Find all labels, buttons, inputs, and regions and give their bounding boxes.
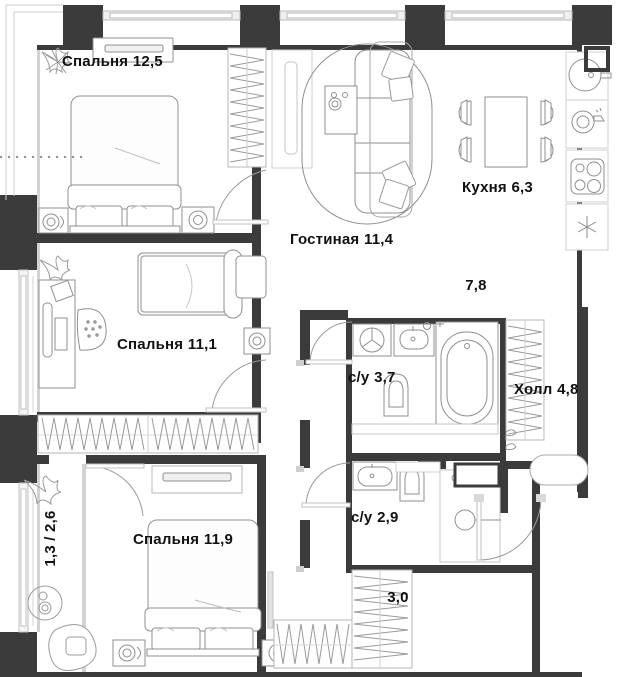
room-name: Кухня [462, 179, 507, 196]
door-leaf-wc1 [305, 359, 353, 365]
bedroom-3-furniture [112, 465, 295, 667]
wall-accents [296, 360, 304, 572]
walls-structural [0, 5, 612, 677]
dishwasher-icon [571, 107, 605, 134]
dining-table [484, 96, 528, 168]
door-bedroom3 [88, 465, 144, 517]
bathroom-1-fixtures [351, 321, 499, 435]
plant-icon [41, 47, 71, 75]
room-name: с/у [348, 369, 370, 386]
door-leaf-b3 [85, 463, 145, 469]
room-label-bedroom-1: Спальня 12,5 [62, 52, 192, 71]
bedroom-1-furniture [0, 37, 215, 234]
room-area: 2,9 [377, 509, 399, 526]
door-bedroom2 [211, 359, 267, 411]
room-label-kitchen: Кухня 6,3 [462, 178, 582, 197]
room-label-bathroom-1: с/у 3,7 [348, 368, 428, 387]
door-leaf-b2 [205, 407, 267, 413]
double-bed [70, 95, 179, 198]
room-label-bedroom-3: Спальня 11,9 [133, 530, 263, 549]
room-area: 12,5 [132, 53, 163, 70]
nightstand-b3-left [112, 639, 146, 667]
area-label-balcony: 1,3 / 2,6 [42, 510, 59, 567]
tv-console [324, 85, 358, 135]
hall-bench [529, 454, 589, 486]
room-area: 11,4 [364, 231, 394, 248]
bathroom-1-wardrobe [505, 319, 545, 441]
bedroom-1-wardrobe [227, 47, 313, 169]
bedroom-2-wardrobe [37, 414, 259, 454]
area-label-storage: 3,0 [387, 589, 409, 606]
kitchen-counter [565, 46, 612, 251]
door-leaf-entry [476, 497, 482, 561]
glazing-left [18, 269, 34, 633]
room-name: Спальня [117, 336, 184, 353]
storage-wardrobes [267, 569, 413, 669]
door-entry [478, 497, 542, 561]
room-name: с/у [351, 509, 373, 526]
dining-chairs [458, 99, 554, 163]
plant-icon-2 [39, 255, 71, 282]
balcony-furniture [23, 475, 97, 671]
room-label-bathroom-2: с/у 2,9 [351, 508, 431, 527]
shoes-icon [505, 429, 517, 451]
room-area: 6,3 [511, 179, 533, 196]
room-label-bedroom-2: Спальня 11,1 [117, 335, 247, 354]
room-area: 11,1 [187, 336, 218, 353]
chair [76, 308, 107, 351]
hall-furniture [505, 429, 589, 486]
room-area: 11,9 [203, 531, 234, 548]
oval-rug [301, 43, 433, 225]
door-wc1 [309, 321, 353, 363]
door-bedroom1 [215, 169, 267, 223]
cooktop-icon [570, 158, 605, 195]
room-label-hall: Холл 4,8 [514, 380, 614, 399]
door-leaf-wc2 [301, 502, 351, 508]
area-label-corridor: 7,8 [465, 277, 487, 294]
room-name: Спальня [133, 531, 200, 548]
side-table [27, 585, 63, 621]
room-name: Холл [514, 381, 553, 398]
bedroom-2-furniture [38, 249, 271, 389]
room-area: 4,8 [557, 381, 579, 398]
kitchen-furniture [458, 46, 612, 251]
refrigerator-icon [577, 216, 597, 238]
living-room-furniture [301, 41, 433, 225]
room-area: 3,7 [374, 369, 396, 386]
glazing-top [5, 4, 573, 200]
door-leaf-b1 [212, 219, 269, 225]
door-wc2 [305, 462, 351, 506]
nightstand-b2 [243, 327, 271, 355]
cushions [378, 51, 417, 210]
room-label-living: Гостиная 11,4 [290, 230, 420, 249]
bathroom-2-fixtures [352, 461, 501, 563]
room-name: Спальня [62, 53, 129, 70]
room-name: Гостиная [290, 231, 360, 248]
